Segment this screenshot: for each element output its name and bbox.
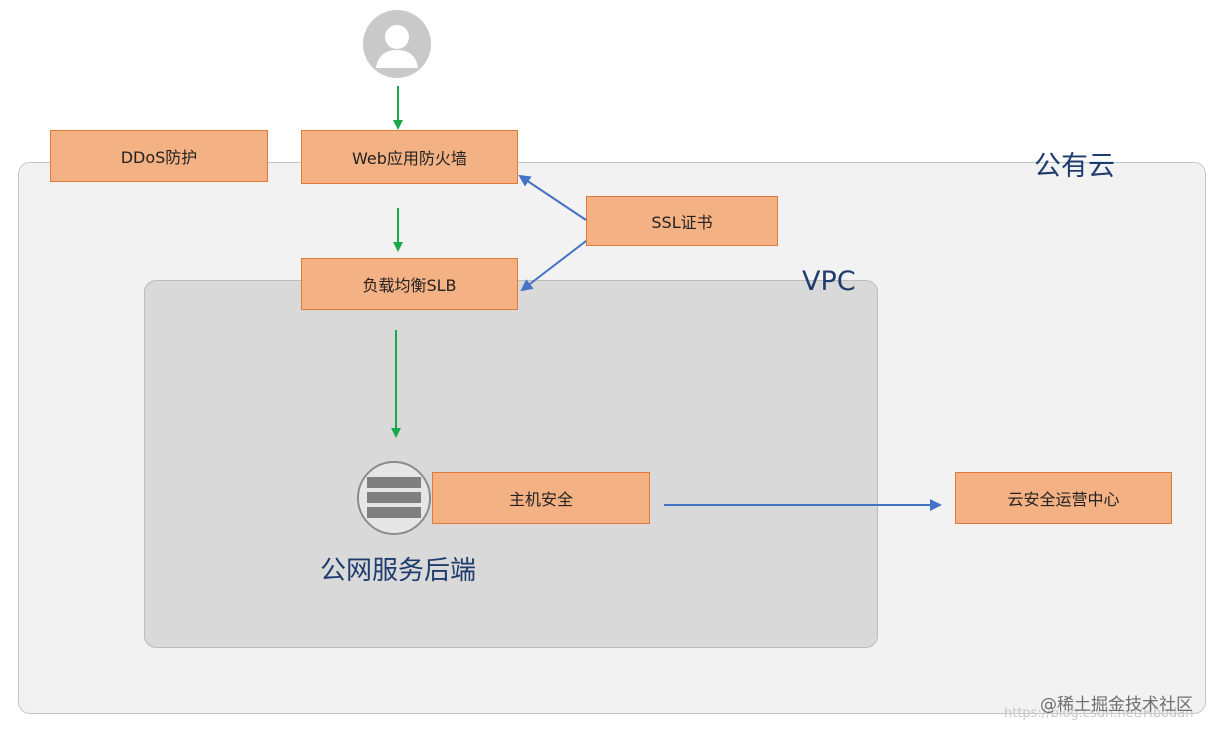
waf-box: Web应用防火墙 [301,130,518,184]
backend-label: 公网服务后端 [320,556,477,586]
vpc-label: VPC [802,266,856,297]
vpc-region [144,280,878,648]
ssl-certificate-box: SSL证书 [586,196,778,246]
slb-box: 负载均衡SLB [301,258,518,310]
ddos-protection-box: DDoS防护 [50,130,268,182]
watermark-url: https://blog.csdn.net/Hbodan [1004,706,1194,721]
user-avatar-icon [363,10,431,78]
security-operations-center-box: 云安全运营中心 [955,472,1172,524]
host-security-box: 主机安全 [432,472,650,524]
public-cloud-label: 公有云 [1034,151,1115,182]
watermark-text: @稀土掘金技术社区 [1040,695,1193,715]
server-icon [357,461,431,535]
